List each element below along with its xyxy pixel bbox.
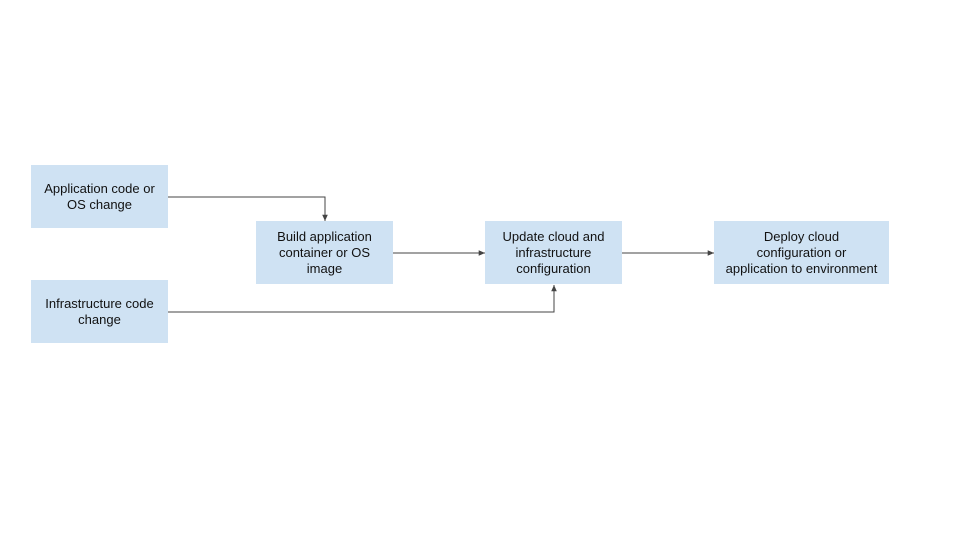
node-label: Infrastructure code change: [45, 295, 154, 327]
node-infrastructure-code-change: Infrastructure code change: [31, 280, 168, 343]
node-label: Build application container or OS image: [277, 228, 372, 276]
node-update-cloud-configuration: Update cloud and infrastructure configur…: [485, 221, 622, 284]
node-deploy-to-environment: Deploy cloud configuration or applicatio…: [714, 221, 889, 284]
edge-infra-code-to-update: [168, 285, 557, 313]
node-label: Update cloud and infrastructure configur…: [502, 228, 605, 276]
node-build-application-image: Build application container or OS image: [256, 221, 393, 284]
node-application-code-change: Application code or OS change: [31, 165, 168, 228]
node-label: Deploy cloud configuration or applicatio…: [725, 228, 878, 276]
edge-app-code-to-build: [168, 196, 328, 221]
node-label: Application code or OS change: [44, 180, 155, 212]
